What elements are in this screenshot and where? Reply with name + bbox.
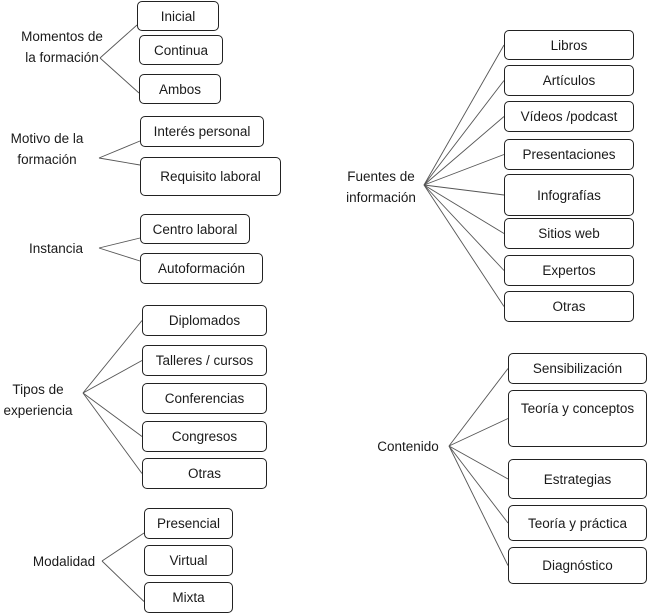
group-label-line: Motivo de la xyxy=(10,131,84,146)
connector-line-motivo xyxy=(98,157,141,166)
connector-line-fuentes xyxy=(423,184,505,234)
group-label-instancia: Instancia xyxy=(29,238,83,259)
category-box-tipos: Diplomados xyxy=(142,305,267,336)
group-label-line: Momentos de xyxy=(21,29,103,44)
group-label-line: la formación xyxy=(25,50,99,65)
connector-line-fuentes xyxy=(423,80,505,186)
group-label-fuentes: Fuentes de información xyxy=(346,166,416,208)
category-box-motivo: Requisito laboral xyxy=(140,157,281,196)
category-box-fuentes: Expertos xyxy=(504,255,634,286)
group-label-tipos: Tipos de experiencia xyxy=(3,379,72,421)
category-box-fuentes: Infografías xyxy=(504,174,634,216)
group-label-contenido: Contenido xyxy=(377,436,439,457)
group-label-line: formación xyxy=(17,152,77,167)
connector-line-momentos xyxy=(99,57,140,94)
group-label-motivo: Motivo de la formación xyxy=(11,128,84,170)
connector-line-contenido xyxy=(448,445,509,480)
connector-line-instancia xyxy=(98,247,141,262)
connector-line-tipos xyxy=(82,392,143,474)
connector-line-modalidad xyxy=(101,560,145,602)
connector-line-tipos xyxy=(82,320,143,394)
category-box-tipos: Otras xyxy=(142,458,267,489)
group-label-line: Fuentes de xyxy=(347,169,415,184)
connector-line-fuentes xyxy=(423,44,505,186)
connector-line-contenido xyxy=(448,445,509,524)
group-label-line: Contenido xyxy=(377,438,439,454)
connector-line-contenido xyxy=(448,445,509,566)
connector-line-momentos xyxy=(99,24,138,59)
category-box-tipos: Conferencias xyxy=(142,383,267,414)
category-box-fuentes: Artículos xyxy=(504,65,634,96)
group-label-line: Instancia xyxy=(28,240,84,256)
connector-line-instancia xyxy=(98,237,141,249)
category-box-fuentes: Sitios web xyxy=(504,218,634,249)
category-box-tipos: Talleres / cursos xyxy=(142,345,267,376)
connector-line-fuentes xyxy=(423,116,505,186)
connector-line-fuentes xyxy=(423,154,505,186)
category-box-momentos: Continua xyxy=(139,35,223,65)
category-box-contenido: Diagnóstico xyxy=(508,547,647,584)
category-box-fuentes: Libros xyxy=(504,30,634,60)
group-label-line: información xyxy=(346,190,416,205)
connector-line-fuentes xyxy=(423,184,505,271)
category-box-contenido: Sensibilización xyxy=(508,353,647,384)
group-label-line: Tipos de xyxy=(12,382,64,397)
connector-line-motivo xyxy=(98,140,141,159)
category-box-modalidad: Presencial xyxy=(144,508,233,539)
connector-line-fuentes xyxy=(423,184,505,307)
category-box-modalidad: Virtual xyxy=(144,545,233,576)
category-box-momentos: Inicial xyxy=(137,1,219,31)
category-box-instancia: Autoformación xyxy=(140,253,263,284)
category-box-tipos: Congresos xyxy=(142,421,267,452)
group-label-line: experiencia xyxy=(3,403,73,418)
category-box-instancia: Centro laboral xyxy=(140,214,250,244)
category-box-fuentes: Vídeos /podcast xyxy=(504,101,634,132)
category-box-modalidad: Mixta xyxy=(144,582,233,613)
connector-line-contenido xyxy=(448,368,509,447)
group-label-modalidad: Modalidad xyxy=(33,551,95,572)
connector-line-tipos xyxy=(82,392,143,437)
category-box-motivo: Interés personal xyxy=(140,116,264,147)
category-box-momentos: Ambos xyxy=(139,74,221,104)
category-box-contenido: Teoría y conceptos xyxy=(508,390,647,447)
group-label-line: Modalidad xyxy=(32,553,96,569)
category-box-contenido: Estrategias xyxy=(508,459,647,499)
group-label-momentos: Momentos de la formación xyxy=(21,26,103,68)
category-box-fuentes: Presentaciones xyxy=(504,139,634,170)
connector-line-tipos xyxy=(82,360,143,394)
category-box-fuentes: Otras xyxy=(504,291,634,322)
category-box-contenido: Teoría y práctica xyxy=(508,505,647,541)
connector-line-modalidad xyxy=(101,532,145,562)
connector-line-contenido xyxy=(448,418,509,447)
connector-line-fuentes xyxy=(423,184,505,196)
